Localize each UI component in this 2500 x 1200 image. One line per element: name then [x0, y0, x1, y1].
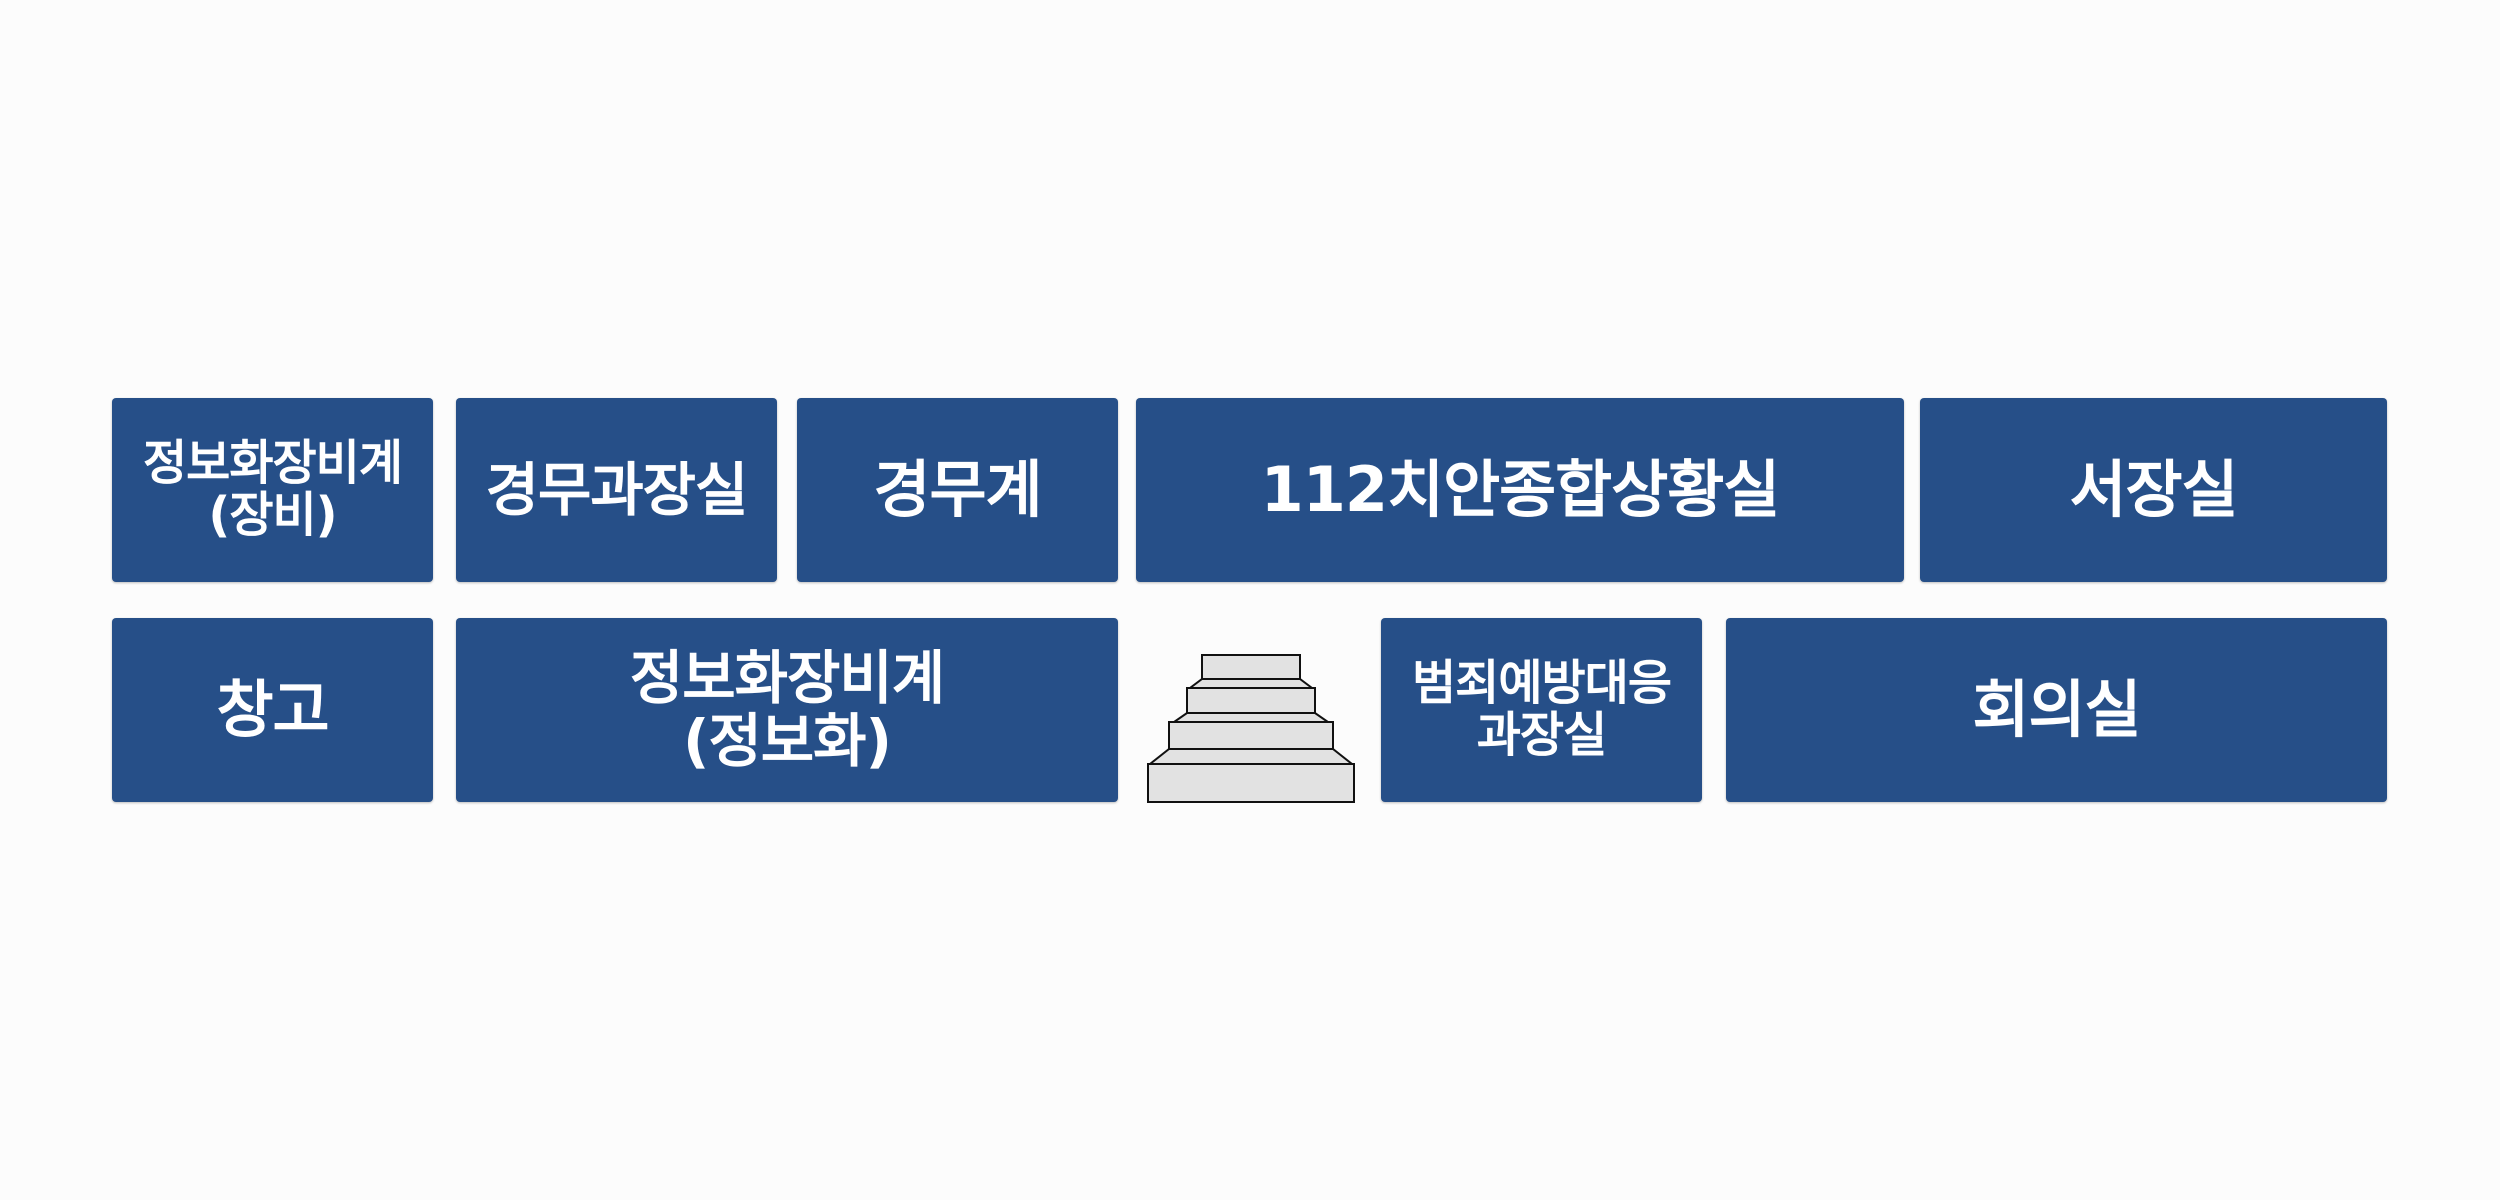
stair-step-2: [1186, 687, 1316, 714]
room-info-team-label: 정보화장비계 (정보화): [629, 644, 945, 775]
room-admin-chief-office-label: 경무과장실: [485, 455, 749, 524]
room-situation-room-label: 112치안종합상황실: [1260, 452, 1781, 526]
room-chief-office[interactable]: 서장실: [1920, 398, 2387, 582]
room-situation-room[interactable]: 112치안종합상황실: [1136, 398, 1904, 582]
stairs-icon: [1147, 654, 1355, 803]
room-info-equipment[interactable]: 정보화장비계 (장비): [112, 398, 433, 582]
room-storage[interactable]: 창고: [112, 618, 433, 802]
room-meeting-room-label: 회의실: [1972, 672, 2141, 746]
stair-riser-2: [1170, 712, 1332, 723]
room-info-equipment-label: 정보화장비계 (장비): [143, 435, 403, 543]
room-admin-chief-office[interactable]: 경무과장실: [456, 398, 777, 582]
room-meeting-room[interactable]: 회의실: [1726, 618, 2387, 802]
room-chief-office-label: 서장실: [2069, 452, 2238, 526]
stair-step-bottom: [1147, 763, 1355, 803]
stair-riser-1: [1187, 678, 1315, 689]
room-admin-team[interactable]: 경무계: [797, 398, 1118, 582]
room-info-team[interactable]: 정보화장비계 (정보화): [456, 618, 1118, 802]
stair-riser-3: [1147, 748, 1355, 765]
room-storage-label: 창고: [216, 672, 329, 746]
room-crime-prevention-chief-office[interactable]: 범죄예방대응 과장실: [1381, 618, 1702, 802]
room-crime-prevention-chief-office-label: 범죄예방대응 과장실: [1412, 655, 1672, 763]
room-admin-team-label: 경무계: [873, 452, 1042, 526]
stair-step-3: [1168, 721, 1334, 750]
stair-step-top: [1201, 654, 1301, 680]
